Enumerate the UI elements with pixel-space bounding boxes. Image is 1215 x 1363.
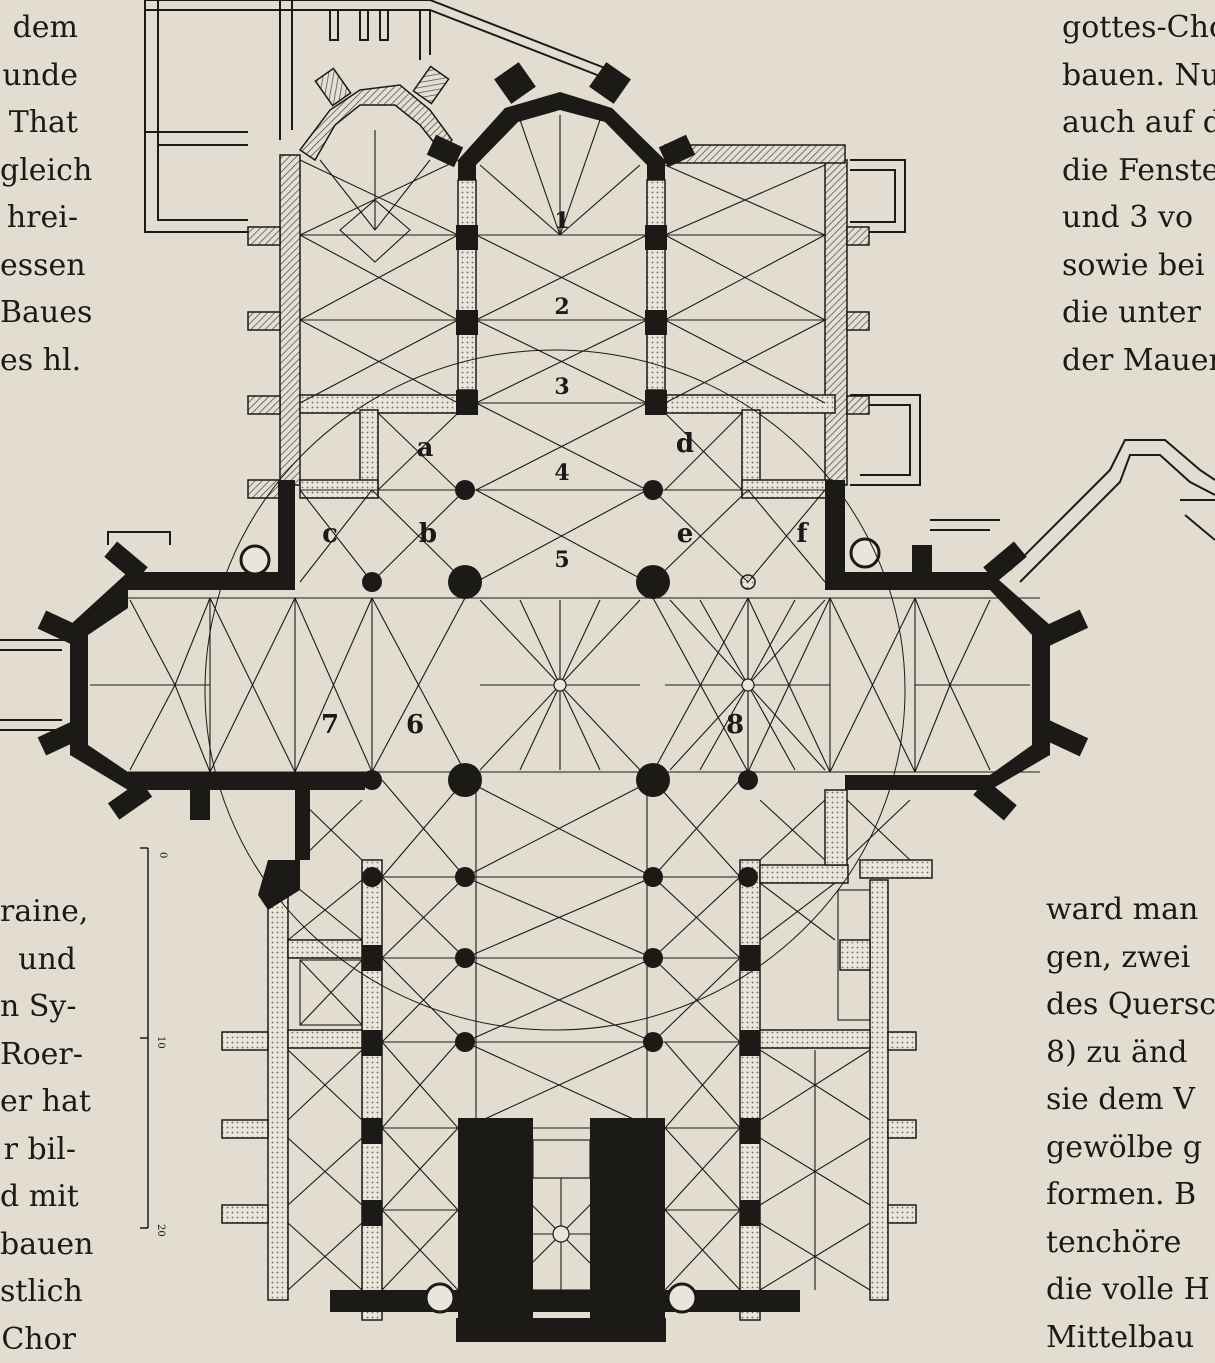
label-e: e	[677, 519, 694, 549]
label-a: a	[417, 433, 434, 463]
scale-label-0: 0	[157, 852, 168, 858]
label-c: c	[322, 519, 338, 549]
label-f: f	[796, 519, 809, 549]
hatched-walls	[248, 66, 869, 498]
label-3: 3	[554, 374, 569, 400]
label-8: 8	[726, 710, 744, 740]
scale-bar: 0 10 20	[140, 848, 168, 1237]
label-6: 6	[406, 710, 424, 740]
scale-label-10: 10	[155, 1036, 166, 1049]
label-b: b	[419, 519, 437, 549]
scale-label-20: 20	[155, 1224, 166, 1237]
vault-ribs	[90, 115, 1040, 1290]
label-4: 4	[554, 460, 569, 486]
label-7: 7	[321, 710, 339, 740]
label-5: 5	[554, 547, 569, 573]
label-2: 2	[554, 294, 569, 320]
solid-walls	[38, 62, 1089, 1342]
label-d: d	[676, 429, 694, 459]
chapel-outline	[850, 395, 1215, 582]
label-1: 1	[554, 208, 569, 234]
